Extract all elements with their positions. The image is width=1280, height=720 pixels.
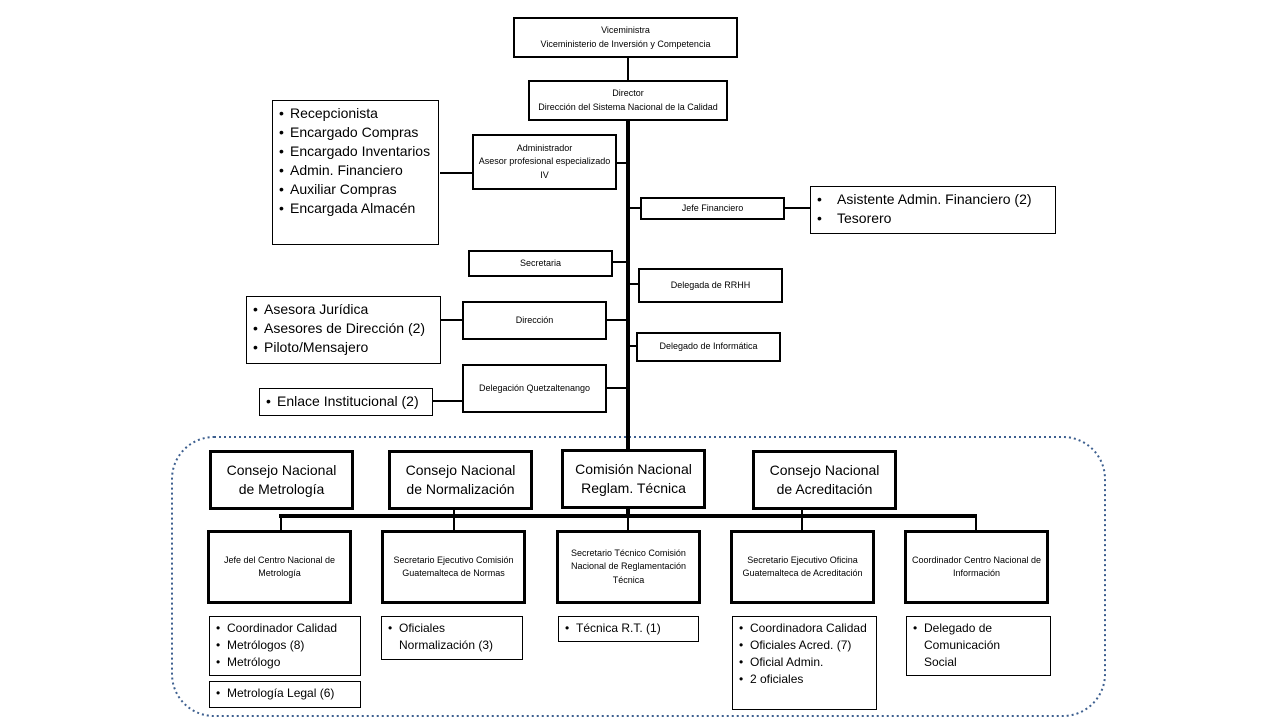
delegado-informatica-label: Delegado de Informática	[659, 341, 758, 352]
list-item: Asesores de Dirección (2)	[253, 319, 434, 338]
council-line: Consejo Nacional	[405, 462, 516, 479]
unit-line: Metrología	[258, 568, 301, 578]
council-line: Comisión Nacional	[575, 461, 692, 478]
council-line: de Normalización	[406, 481, 515, 497]
list-item: Auxiliar Compras	[279, 180, 432, 199]
informacion-staff-list: Delegado de Comunicación Social	[906, 616, 1051, 676]
list-item: Encargada Almacén	[279, 199, 432, 218]
list-item: Metrólogo	[216, 654, 354, 671]
unit-reglamentacion-box: Secretario Técnico Comisión Nacional de …	[556, 530, 701, 604]
unit-line: Información	[952, 568, 1001, 578]
delegado-informatica-box: Delegado de Informática	[636, 332, 781, 362]
list-item: Asistente Admin. Financiero (2)	[817, 190, 1049, 209]
council-line: de Acreditación	[776, 481, 873, 497]
metrologia-staff-list: Coordinador Calidad Metrólogos (8) Metró…	[209, 616, 361, 676]
direccion-staff-list: Asesora Jurídica Asesores de Dirección (…	[246, 296, 441, 364]
list-item: Admin. Financiero	[279, 161, 432, 180]
unit-line: Técnica	[612, 574, 645, 585]
list-item: Metrología Legal (6)	[216, 685, 354, 702]
secretaria-label: Secretaria	[519, 257, 562, 268]
enlace-staff-list: Enlace Institucional (2)	[259, 388, 433, 416]
delegacion-quetzaltenango-label: Delegación Quetzaltenango	[478, 382, 591, 393]
list-item: Metrólogos (8)	[216, 637, 354, 654]
administrador-box: Administrador Asesor profesional especia…	[472, 134, 617, 190]
director-subtitle: Dirección del Sistema Nacional de la Cal…	[538, 101, 718, 112]
direccion-label: Dirección	[515, 314, 554, 325]
council-acreditacion-box: Consejo Nacional de Acreditación	[752, 450, 897, 510]
unit-line: Guatemalteca de Acreditación	[742, 568, 863, 578]
list-item: Oficial Admin.	[739, 654, 870, 671]
councils-dotted-region	[171, 436, 1106, 717]
delegacion-quetzaltenango-box: Delegación Quetzaltenango	[462, 364, 607, 413]
jefe-financiero-box: Jefe Financiero	[640, 197, 785, 220]
acreditacion-staff-list: Coordinadora Calidad Oficiales Acred. (7…	[732, 616, 877, 710]
jefe-financiero-label: Jefe Financiero	[681, 202, 744, 213]
unit-acreditacion-box: Secretario Ejecutivo Oficina Guatemaltec…	[730, 530, 875, 604]
viceministra-subtitle: Viceministerio de Inversión y Competenci…	[540, 38, 711, 49]
unit-line: Jefe del Centro Nacional de	[223, 554, 336, 565]
list-item: Oficiales Normalización (3)	[388, 620, 516, 654]
council-normalizacion-box: Consejo Nacional de Normalización	[388, 450, 533, 510]
list-item: Tesorero	[817, 209, 1049, 228]
list-item: Recepcionista	[279, 104, 432, 123]
council-line: Consejo Nacional	[769, 462, 880, 479]
council-line: de Metrología	[238, 481, 325, 497]
direccion-box: Dirección	[462, 301, 607, 340]
reglamentacion-staff-list: Técnica R.T. (1)	[558, 616, 699, 642]
administrador-subtitle: Asesor profesional especializado IV	[478, 156, 611, 180]
delegada-rrhh-box: Delegada de RRHH	[638, 268, 783, 303]
delegada-rrhh-label: Delegada de RRHH	[670, 279, 751, 290]
unit-line: Guatemalteca de Normas	[402, 568, 505, 578]
secretaria-box: Secretaria	[468, 250, 613, 277]
director-title: Director	[612, 88, 644, 99]
council-line: Reglam. Técnica	[581, 480, 686, 496]
council-line: Consejo Nacional	[226, 462, 337, 479]
list-item: Encargado Inventarios	[279, 142, 432, 161]
council-reglamentacion-box: Comisión Nacional Reglam. Técnica	[561, 449, 706, 509]
normalizacion-staff-list: Oficiales Normalización (3)	[381, 616, 523, 660]
administrador-title: Administrador	[516, 143, 573, 154]
unit-informacion-box: Coordinador Centro Nacional de Informaci…	[904, 530, 1049, 604]
director-box: Director Dirección del Sistema Nacional …	[528, 80, 728, 121]
list-item: Encargado Compras	[279, 123, 432, 142]
list-item: Coordinador Calidad	[216, 620, 354, 637]
unit-line: Secretario Ejecutivo Comisión	[393, 554, 514, 565]
unit-line: Nacional de Reglamentación	[570, 561, 687, 572]
list-item: Oficiales Acred. (7)	[739, 637, 870, 654]
list-item: 2 oficiales	[739, 671, 870, 688]
council-metrologia-box: Consejo Nacional de Metrología	[209, 450, 354, 510]
unit-metrologia-box: Jefe del Centro Nacional de Metrología	[207, 530, 352, 604]
admin-staff-list: Recepcionista Encargado Compras Encargad…	[272, 100, 439, 245]
list-item: Piloto/Mensajero	[253, 338, 434, 357]
unit-line: Secretario Ejecutivo Oficina	[747, 554, 858, 565]
unit-line: Coordinador Centro Nacional de	[911, 554, 1042, 565]
list-item: Enlace Institucional (2)	[266, 392, 426, 411]
viceministra-box: Viceministra Viceministerio de Inversión…	[513, 17, 738, 58]
viceministra-title: Viceministra	[601, 25, 650, 36]
financiero-staff-list: Asistente Admin. Financiero (2) Tesorero	[810, 186, 1056, 234]
list-item: Asesora Jurídica	[253, 300, 434, 319]
list-item: Coordinadora Calidad	[739, 620, 870, 637]
unit-line: Secretario Técnico Comisión	[571, 548, 686, 559]
list-item: Delegado de Comunicación Social	[913, 620, 1044, 671]
metrologia-legal-list: Metrología Legal (6)	[209, 681, 361, 708]
list-item: Técnica R.T. (1)	[565, 620, 692, 637]
unit-normas-box: Secretario Ejecutivo Comisión Guatemalte…	[381, 530, 526, 604]
